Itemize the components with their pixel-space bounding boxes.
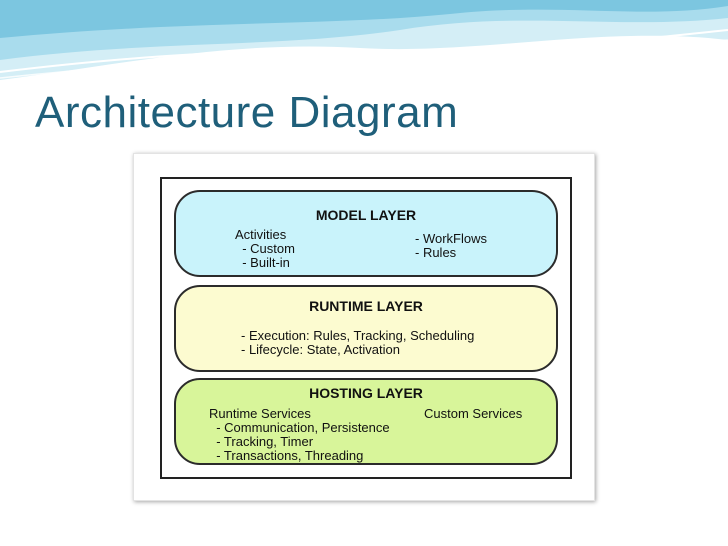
model-left-line: - Built-in [235,255,290,270]
model-left-line: - Custom [235,241,295,256]
runtime-layer-title: RUNTIME LAYER [309,298,423,314]
runtime-line: - Execution: Rules, Tracking, Scheduling [241,328,475,343]
model-right-line: - WorkFlows [415,231,487,246]
hosting-layer-custom-services: Custom Services [424,407,522,421]
model-layer-title: MODEL LAYER [315,207,417,223]
hosting-left-line: Runtime Services [209,406,311,421]
runtime-layer: RUNTIME LAYER - Execution: Rules, Tracki… [174,285,558,372]
runtime-line: - Lifecycle: State, Activation [241,342,400,357]
model-layer-activities: Activities - Custom - Built-in [235,228,295,270]
model-left-line: Activities [235,227,287,242]
model-layer-workflows: - WorkFlows - Rules [415,232,487,260]
hosting-layer-runtime-services: Runtime Services - Communication, Persis… [209,407,390,463]
model-layer: MODEL LAYER Activities - Custom - Built-… [174,190,558,277]
hosting-layer-title: HOSTING LAYER [309,385,423,401]
header-wave-decoration [0,0,728,80]
runtime-layer-details: - Execution: Rules, Tracking, Scheduling… [241,329,474,357]
model-right-line: - Rules [415,245,457,260]
hosting-layer: HOSTING LAYER Runtime Services - Communi… [174,378,558,465]
hosting-left-line: - Tracking, Timer [209,434,314,449]
hosting-left-line: - Transactions, Threading [209,448,364,463]
hosting-right-line: Custom Services [424,406,523,421]
slide-title: Architecture Diagram [35,88,459,137]
hosting-left-line: - Communication, Persistence [209,420,390,435]
